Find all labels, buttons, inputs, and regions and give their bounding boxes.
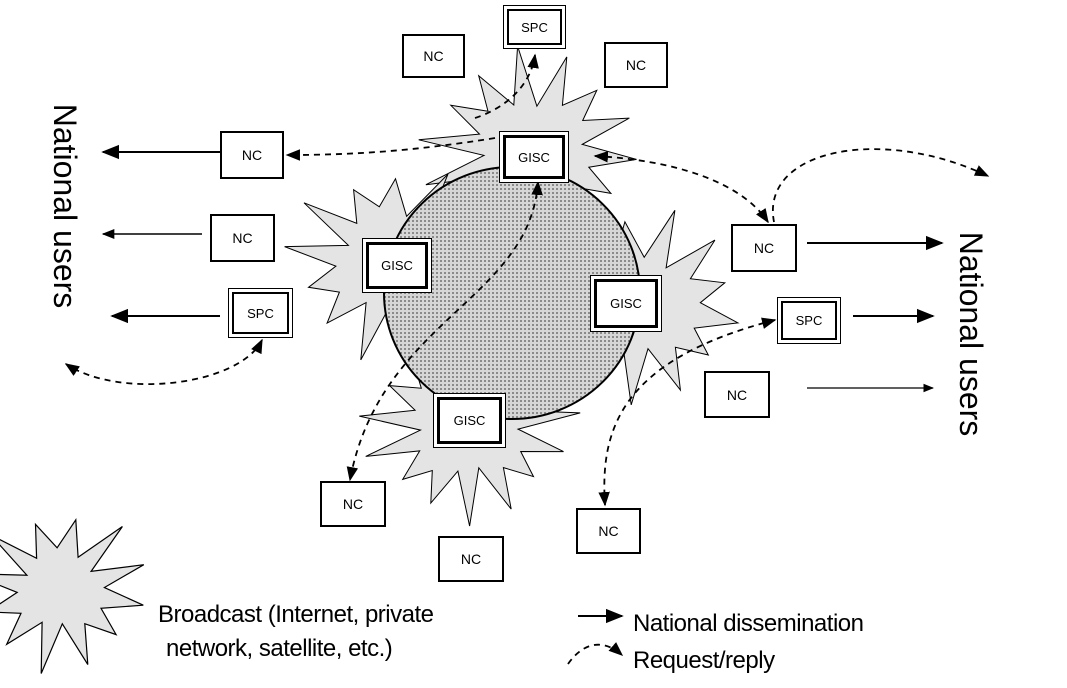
dashed-gisc-top-to-nc-bottom-left	[346, 180, 543, 482]
national-users-right-label: National users	[953, 231, 989, 437]
spc-box-top: SPC	[503, 5, 566, 49]
nc-label: NC	[423, 48, 444, 64]
spc-label: SPC	[795, 313, 823, 328]
legend-broadcast-line2: network, satellite, etc.)	[166, 635, 393, 662]
spc-box-right: SPC	[777, 297, 841, 344]
dashed-gisc-top-to-nc-right	[593, 150, 769, 224]
spc-box-left: SPC	[228, 288, 293, 338]
nc-label: NC	[232, 230, 253, 246]
gisc-box-right: GISC	[590, 275, 662, 332]
request-reply-arrows	[64, 53, 990, 507]
gisc-box-left: GISC	[362, 238, 432, 293]
nc-box-left-2: NC	[210, 214, 275, 262]
nc-box-bottom-right: NC	[576, 508, 641, 554]
legend-dashed-arrow-icon	[567, 642, 624, 665]
gisc-label: GISC	[610, 296, 642, 311]
nc-label: NC	[625, 57, 647, 73]
gisc-box-top: GISC	[499, 131, 569, 183]
spc-label: SPC	[247, 305, 274, 321]
legend-broadcast-line1: Broadcast (Internet, private	[158, 601, 434, 628]
legend-request-reply: Request/reply	[633, 647, 775, 674]
nc-box-bottom-left: NC	[320, 481, 386, 527]
nc-box-right-2: NC	[704, 371, 770, 418]
dashed-gisc-top-to-nc-left	[285, 137, 496, 161]
nc-label: NC	[726, 386, 748, 403]
dashed-spc-right-to-nc-bottom	[598, 317, 777, 507]
dashed-nc-right-to-users-right	[771, 148, 990, 223]
nc-label: NC	[342, 496, 364, 512]
spc-label: SPC	[521, 19, 548, 35]
nc-box-right-1: NC	[731, 224, 797, 272]
nc-label: NC	[241, 147, 263, 163]
nc-box-bottom-center: NC	[438, 536, 504, 582]
gisc-label: GISC	[453, 413, 486, 428]
nc-label: NC	[753, 240, 775, 256]
nc-label: NC	[460, 551, 482, 567]
nc-box-top-left: NC	[402, 34, 465, 78]
nc-label: NC	[598, 523, 619, 539]
legend-national-dissemination: National dissemination	[633, 610, 864, 637]
gisc-box-bottom: GISC	[433, 393, 506, 448]
gisc-label: GISC	[381, 258, 413, 273]
nc-box-top-right: NC	[604, 42, 668, 88]
gisc-label: GISC	[518, 149, 550, 165]
nc-box-left-1: NC	[220, 131, 284, 179]
dashed-spc-left-to-users-left	[64, 338, 263, 385]
national-users-left-label: National users	[47, 103, 83, 309]
legend-broadcast-burst-icon	[0, 517, 145, 674]
national-dissemination-arrows	[101, 144, 944, 393]
dashed-gisc-top-to-spc-top	[474, 53, 539, 119]
